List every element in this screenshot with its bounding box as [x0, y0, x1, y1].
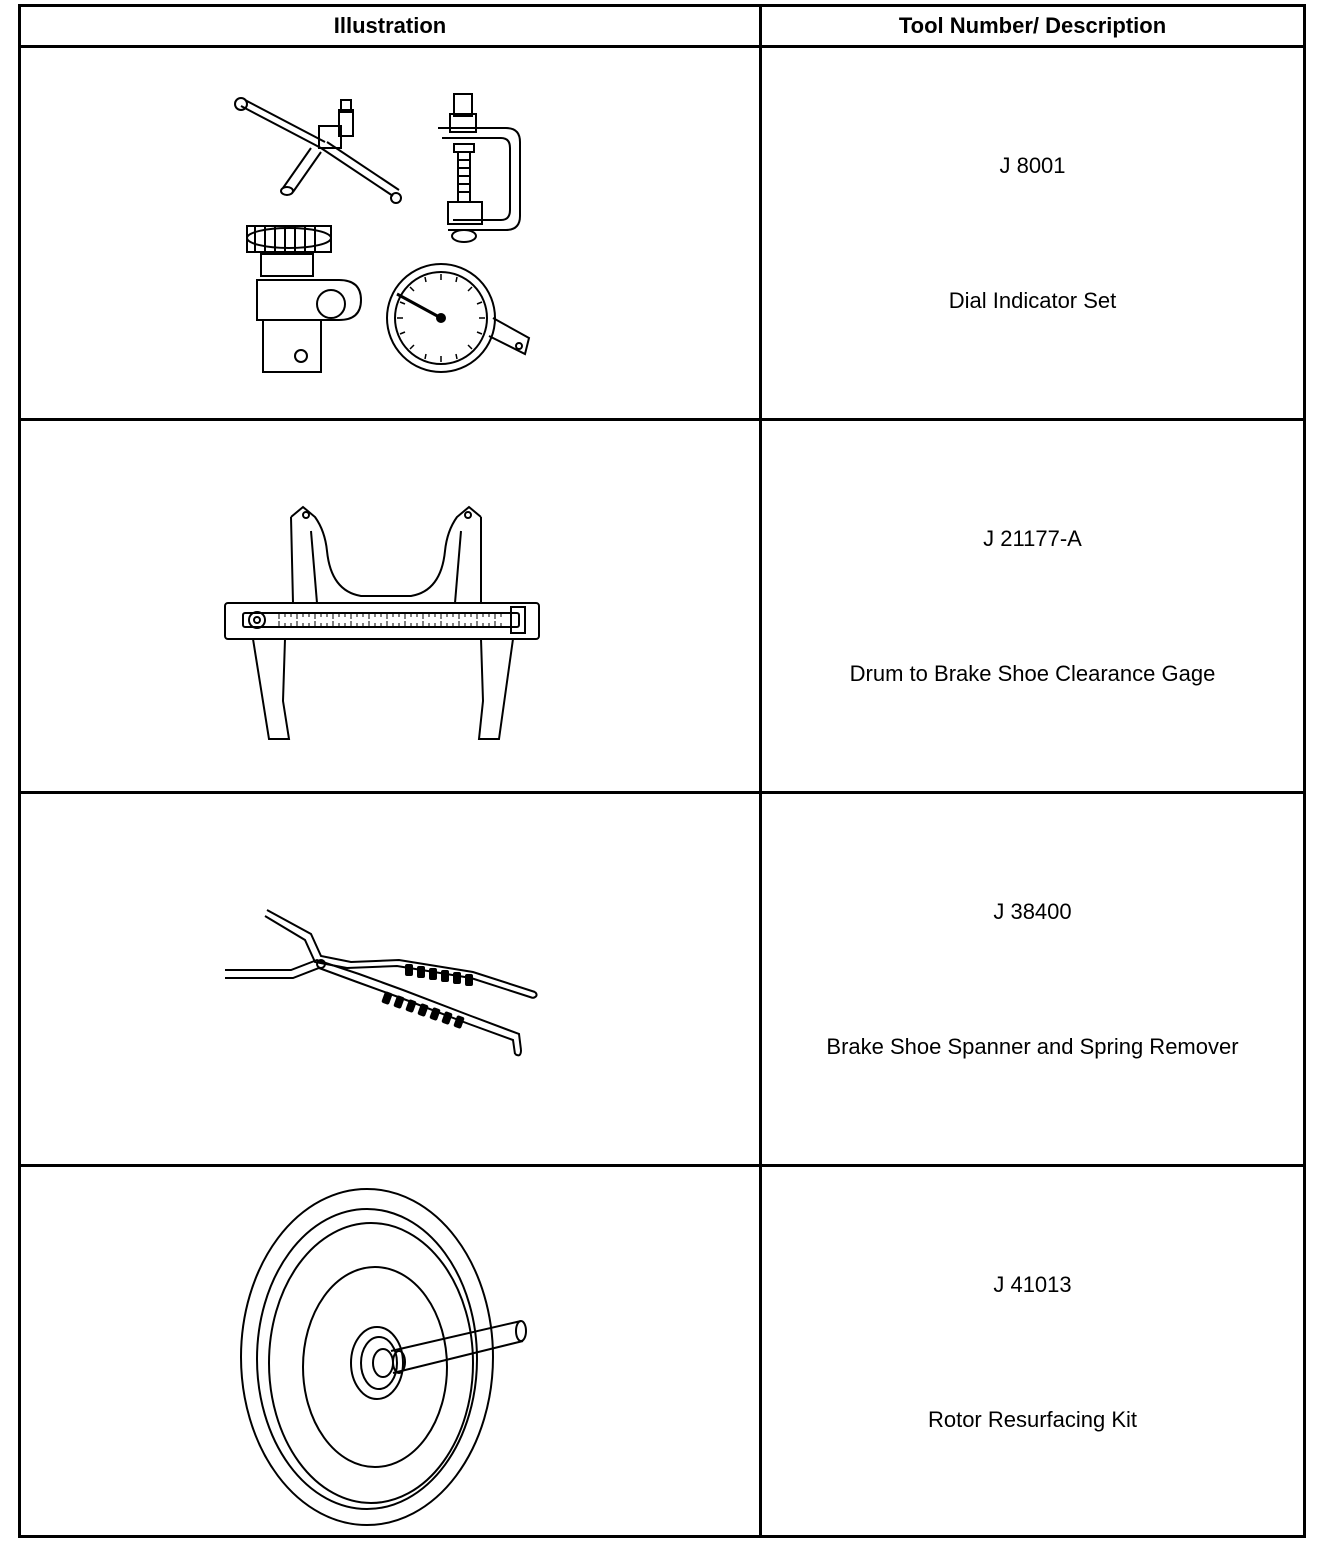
- special-tools-table: Illustration Tool Number/ Description: [18, 4, 1306, 1538]
- row-divider: [21, 1164, 1303, 1167]
- table-row-illustration: [21, 421, 759, 791]
- column-divider: [759, 7, 762, 1535]
- tool-number: J 8001: [999, 153, 1066, 178]
- tool-number: J 38400: [993, 899, 1072, 924]
- tool-description: Dial Indicator Set: [948, 288, 1117, 313]
- clearance-gage-illustration: [21, 421, 759, 791]
- rotor-kit-illustration: [21, 1167, 759, 1537]
- table-row-illustration: [21, 1167, 759, 1538]
- dial-indicator-set-illustration: [21, 48, 759, 418]
- tool-description: Drum to Brake Shoe Clearance Gage: [849, 661, 1216, 686]
- header-illustration: Illustration: [333, 13, 447, 38]
- row-divider: [21, 418, 1303, 421]
- table-row-illustration: [21, 48, 759, 418]
- table-row: J 38400 Brake Shoe Spanner and Spring Re…: [762, 794, 1303, 1164]
- table-row-illustration: [21, 794, 759, 1164]
- table-row: J 8001 Dial Indicator Set: [762, 48, 1303, 418]
- tool-number: J 41013: [993, 1272, 1072, 1297]
- header-tool-number-description: Tool Number/ Description: [898, 13, 1167, 38]
- table-row: J 21177-A Drum to Brake Shoe Clearance G…: [762, 421, 1303, 791]
- tool-description: Rotor Resurfacing Kit: [927, 1407, 1138, 1432]
- row-divider: [21, 791, 1303, 794]
- table-row: J 41013 Rotor Resurfacing Kit: [762, 1167, 1303, 1538]
- tool-description: Brake Shoe Spanner and Spring Remover: [826, 1034, 1239, 1059]
- header-divider: [21, 45, 1303, 48]
- tool-number: J 21177-A: [983, 526, 1082, 551]
- spanner-pliers-illustration: [21, 794, 759, 1164]
